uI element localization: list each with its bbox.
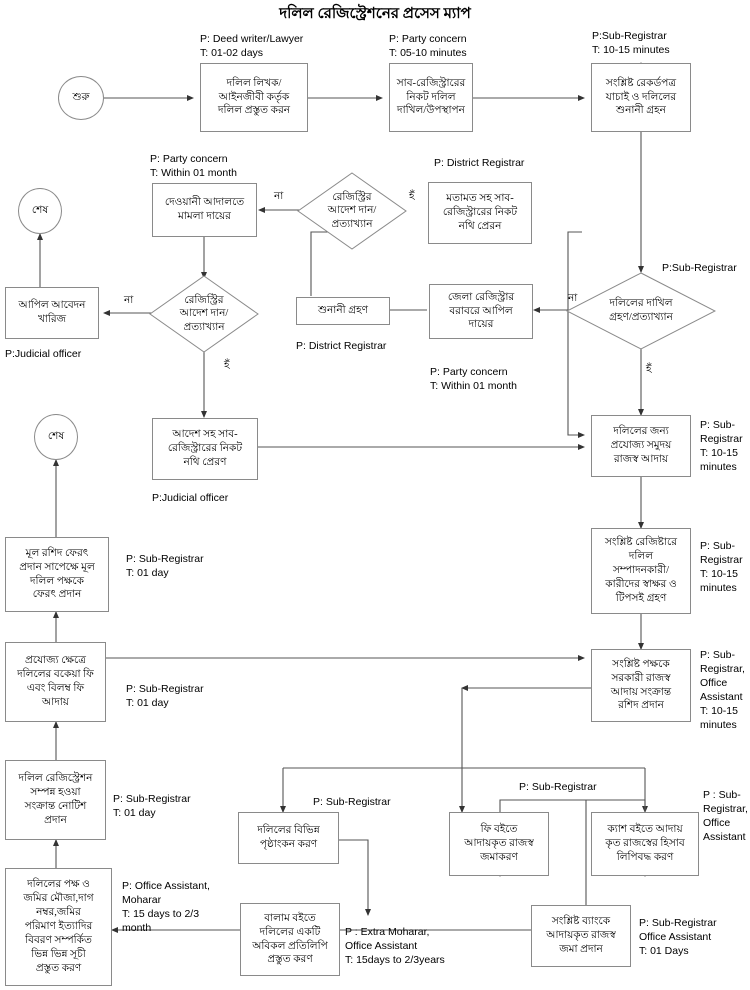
branch-label-yes-2: হঁ (224, 360, 230, 371)
annotation-extra-moharar: P : Extra Moharar, Office Assistant T: 1… (345, 926, 445, 966)
node-fee-book[interactable]: ফি বইতে আদায়কৃত রাজস্ব জমাকরণ (449, 812, 549, 876)
node-start-label: শুরু (72, 91, 90, 103)
node-prepare-deed-label: দলিল লিখক/ আইনজীবী কর্তৃক দলিল প্রস্তুত … (217, 77, 291, 117)
node-opinion-send[interactable]: মতামত সহ সাব- রেজিস্ট্রারের নিকট নথি প্র… (428, 182, 532, 244)
annotation-judicial-officer-order: P:Judicial officer (152, 492, 229, 504)
node-registrar-order-1-label: রেজিস্ট্রির আদেশ দান/ প্রত্যাখ্যান (179, 294, 229, 333)
branch-label-no-2: না (124, 295, 134, 306)
annotation-sub-registrar-sign: P: Sub- Registrar T: 10-15 minutes (700, 540, 743, 594)
node-end-left-label: শেষ (47, 430, 65, 442)
node-receipt-issue-label: সংশ্লিষ্ট পক্ষকে সরকারী রাজস্ব আদায় সংক… (610, 658, 672, 712)
node-appeal-dismissed-label: আপিল আবেদন খারিজ (18, 300, 86, 325)
node-fee-book-label: ফি বইতে আদায়কৃত রাজস্ব জমাকরণ (464, 824, 534, 863)
annotation-district-registrar-top: P: District Registrar (434, 157, 525, 169)
annotation-office-assistant-moharar: P: Office Assistant, Moharar T: 15 days … (122, 880, 210, 934)
node-registrar-order-1[interactable]: রেজিস্ট্রির আদেশ দান/ প্রত্যাখ্যান (149, 275, 259, 353)
annotation-party-concern-month: P: Party concern T: Within 01 month (150, 153, 237, 179)
node-index-prepare-label: দলিলের পক্ষ ও জমির মৌজা,দাগ নম্বর,জমির প… (23, 879, 94, 974)
annotation-sub-registrar-arrear: P: Sub-Registrar T: 01 day (126, 683, 204, 709)
node-signature-collect[interactable]: সংশ্লিষ্ট রেজিষ্টারে দলিল সম্পাদনকারী/ ক… (591, 528, 691, 614)
node-appeal-dr[interactable]: জেলা রেজিস্ট্রার বরাবরে আপিল দায়ের (429, 284, 533, 339)
node-end-top[interactable]: শেষ (18, 188, 62, 234)
node-notice-complete-label: দলিল রেজিস্ট্রেশন সম্পন্ন হওয়া সংক্রান্… (18, 773, 93, 826)
node-deed-accept-reject-label: দলিলের দাখিল গ্রহণ/প্রত্যাখ্যান (609, 298, 673, 323)
node-return-original[interactable]: মূল রশিদ ফেরৎ প্রদান সাপেক্ষে মূল দলিল প… (5, 537, 109, 612)
node-appeal-dr-label: জেলা রেজিস্ট্রার বরাবরে আপিল দায়ের (447, 291, 515, 331)
branch-label-yes-1: হঁ (409, 191, 415, 202)
annotation-sub-registrar-endorse: P: Sub-Registrar (313, 796, 391, 808)
node-cash-book-label: ক্যাশ বইতে আদায় কৃত রাজস্বের হিসাব লিপি… (605, 824, 685, 863)
page-title: দলিল রেজিস্ট্রেশনের প্রসেস ম্যাপ (279, 6, 471, 22)
node-opinion-send-label: মতামত সহ সাব- রেজিস্ট্রারের নিকট নথি প্র… (442, 193, 518, 232)
node-verify-records[interactable]: সংশ্লিষ্ট রেকর্ডপত্র যাচাই ও দলিলের শুনা… (591, 63, 691, 132)
node-order-send-file[interactable]: আদেশ সহ সাব- রেজিস্ট্রারের নিকট নথি প্রে… (152, 418, 258, 480)
annotation-sub-registrar-top: P:Sub-Registrar T: 10-15 minutes (592, 30, 670, 56)
node-order-send-file-label: আদেশ সহ সাব- রেজিস্ট্রারের নিকট নথি প্রে… (167, 429, 243, 468)
node-endorsement[interactable]: দলিলের বিভিন্ন পৃষ্ঠাংকন করণ (238, 812, 339, 864)
node-submit-deed-label: সাব-রেজিস্ট্রারের নিকট দলিল দাখিল/উপস্থা… (396, 77, 466, 117)
annotation-sub-registrar-bank: P: Sub-Registrar Office Assistant T: 01 … (639, 917, 717, 957)
annotation-district-registrar-hearing: P: District Registrar (296, 340, 387, 352)
branch-label-yes-3: হঁ (646, 364, 652, 375)
node-receipt-issue[interactable]: সংশ্লিষ্ট পক্ষকে সরকারী রাজস্ব আদায় সংক… (591, 649, 691, 722)
node-index-prepare[interactable]: দলিলের পক্ষ ও জমির মৌজা,দাগ নম্বর,জমির প… (5, 868, 112, 986)
node-submit-deed[interactable]: সাব-রেজিস্ট্রারের নিকট দলিল দাখিল/উপস্থা… (389, 63, 473, 132)
node-cash-book[interactable]: ক্যাশ বইতে আদায় কৃত রাজস্বের হিসাব লিপি… (591, 812, 699, 876)
node-prepare-deed[interactable]: দলিল লিখক/ আইনজীবী কর্তৃক দলিল প্রস্তুত … (200, 63, 308, 132)
node-balam-book-label: বালাম বইতে দলিলের একটি অবিকল প্রতিলিপি প… (252, 912, 328, 966)
node-notice-complete[interactable]: দলিল রেজিস্ট্রেশন সম্পন্ন হওয়া সংক্রান্… (5, 760, 106, 840)
annotation-sub-registrar-receipt: P: Sub- Registrar, Office Assistant T: 1… (700, 649, 745, 731)
node-appeal-dismissed[interactable]: আপিল আবেদন খারিজ (5, 287, 99, 339)
annotation-party-concern-appeal: P: Party concern T: Within 01 month (430, 366, 517, 392)
annotation-sub-registrar-notice: P: Sub-Registrar T: 01 day (113, 793, 191, 819)
annotation-deed-writer: P: Deed writer/Lawyer T: 01-02 days (200, 33, 304, 59)
annotation-sub-registrar-return: P: Sub-Registrar T: 01 day (126, 553, 204, 579)
node-end-top-label: শেষ (31, 204, 49, 216)
node-start[interactable]: শুরু (58, 76, 104, 120)
node-arrear-fee[interactable]: প্রযোজ্য ক্ষেত্রে দলিলের বকেয়া ফি এবং ব… (5, 642, 106, 722)
node-hearing-label: শুনানী গ্রহণ (318, 305, 368, 317)
node-registrar-order-2[interactable]: রেজিস্ট্রির আদেশ দান/ প্রত্যাখ্যান (297, 172, 407, 250)
node-deed-accept-reject[interactable]: দলিলের দাখিল গ্রহণ/প্রত্যাখ্যান (566, 272, 716, 350)
node-civil-court-case-label: দেওয়ানী আদালতে মামলা দায়ের (164, 197, 245, 222)
annotation-sub-registrar-revenue: P: Sub- Registrar T: 10-15 minutes (700, 419, 743, 473)
node-registrar-order-2-label: রেজিস্ট্রির আদেশ দান/ প্রত্যাখ্যান (327, 191, 377, 230)
node-signature-collect-label: সংশ্লিষ্ট রেজিষ্টারে দলিল সম্পাদনকারী/ ক… (604, 537, 677, 604)
node-return-original-label: মূল রশিদ ফেরৎ প্রদান সাপেক্ষে মূল দলিল প… (19, 547, 95, 601)
annotation-sub-registrar-cashbook: P : Sub- Registrar, Office Assistant (703, 789, 748, 843)
node-bank-deposit[interactable]: সংশ্লিষ্ট ব্যাংকে আদায়কৃত রাজস্ব জমা প্… (531, 905, 631, 967)
node-endorsement-label: দলিলের বিভিন্ন পৃষ্ঠাংকন করণ (257, 825, 320, 850)
node-collect-revenue-label: দলিলের জন্য প্রযোজ্য সমুদয় রাজস্ব আদায় (610, 426, 672, 465)
annotation-sub-registrar-diamond: P:Sub-Registrar (662, 262, 737, 274)
node-bank-deposit-label: সংশ্লিষ্ট ব্যাংকে আদায়কৃত রাজস্ব জমা প্… (546, 916, 616, 955)
node-collect-revenue[interactable]: দলিলের জন্য প্রযোজ্য সমুদয় রাজস্ব আদায় (591, 415, 691, 477)
node-civil-court-case[interactable]: দেওয়ানী আদালতে মামলা দায়ের (152, 183, 257, 237)
annotation-party-concern-top: P: Party concern T: 05-10 minutes (389, 33, 467, 59)
node-balam-book[interactable]: বালাম বইতে দলিলের একটি অবিকল প্রতিলিপি প… (240, 903, 340, 976)
branch-label-no-3: না (568, 293, 578, 304)
node-verify-records-label: সংশ্লিষ্ট রেকর্ডপত্র যাচাই ও দলিলের শুনা… (605, 77, 677, 117)
branch-label-no-1: না (274, 191, 284, 202)
annotation-sub-registrar-feebook: P: Sub-Registrar (519, 781, 597, 793)
node-end-left[interactable]: শেষ (34, 414, 78, 460)
node-hearing[interactable]: শুনানী গ্রহণ (296, 297, 390, 325)
annotation-judicial-officer-left: P:Judicial officer (5, 348, 82, 360)
node-arrear-fee-label: প্রযোজ্য ক্ষেত্রে দলিলের বকেয়া ফি এবং ব… (17, 655, 94, 708)
